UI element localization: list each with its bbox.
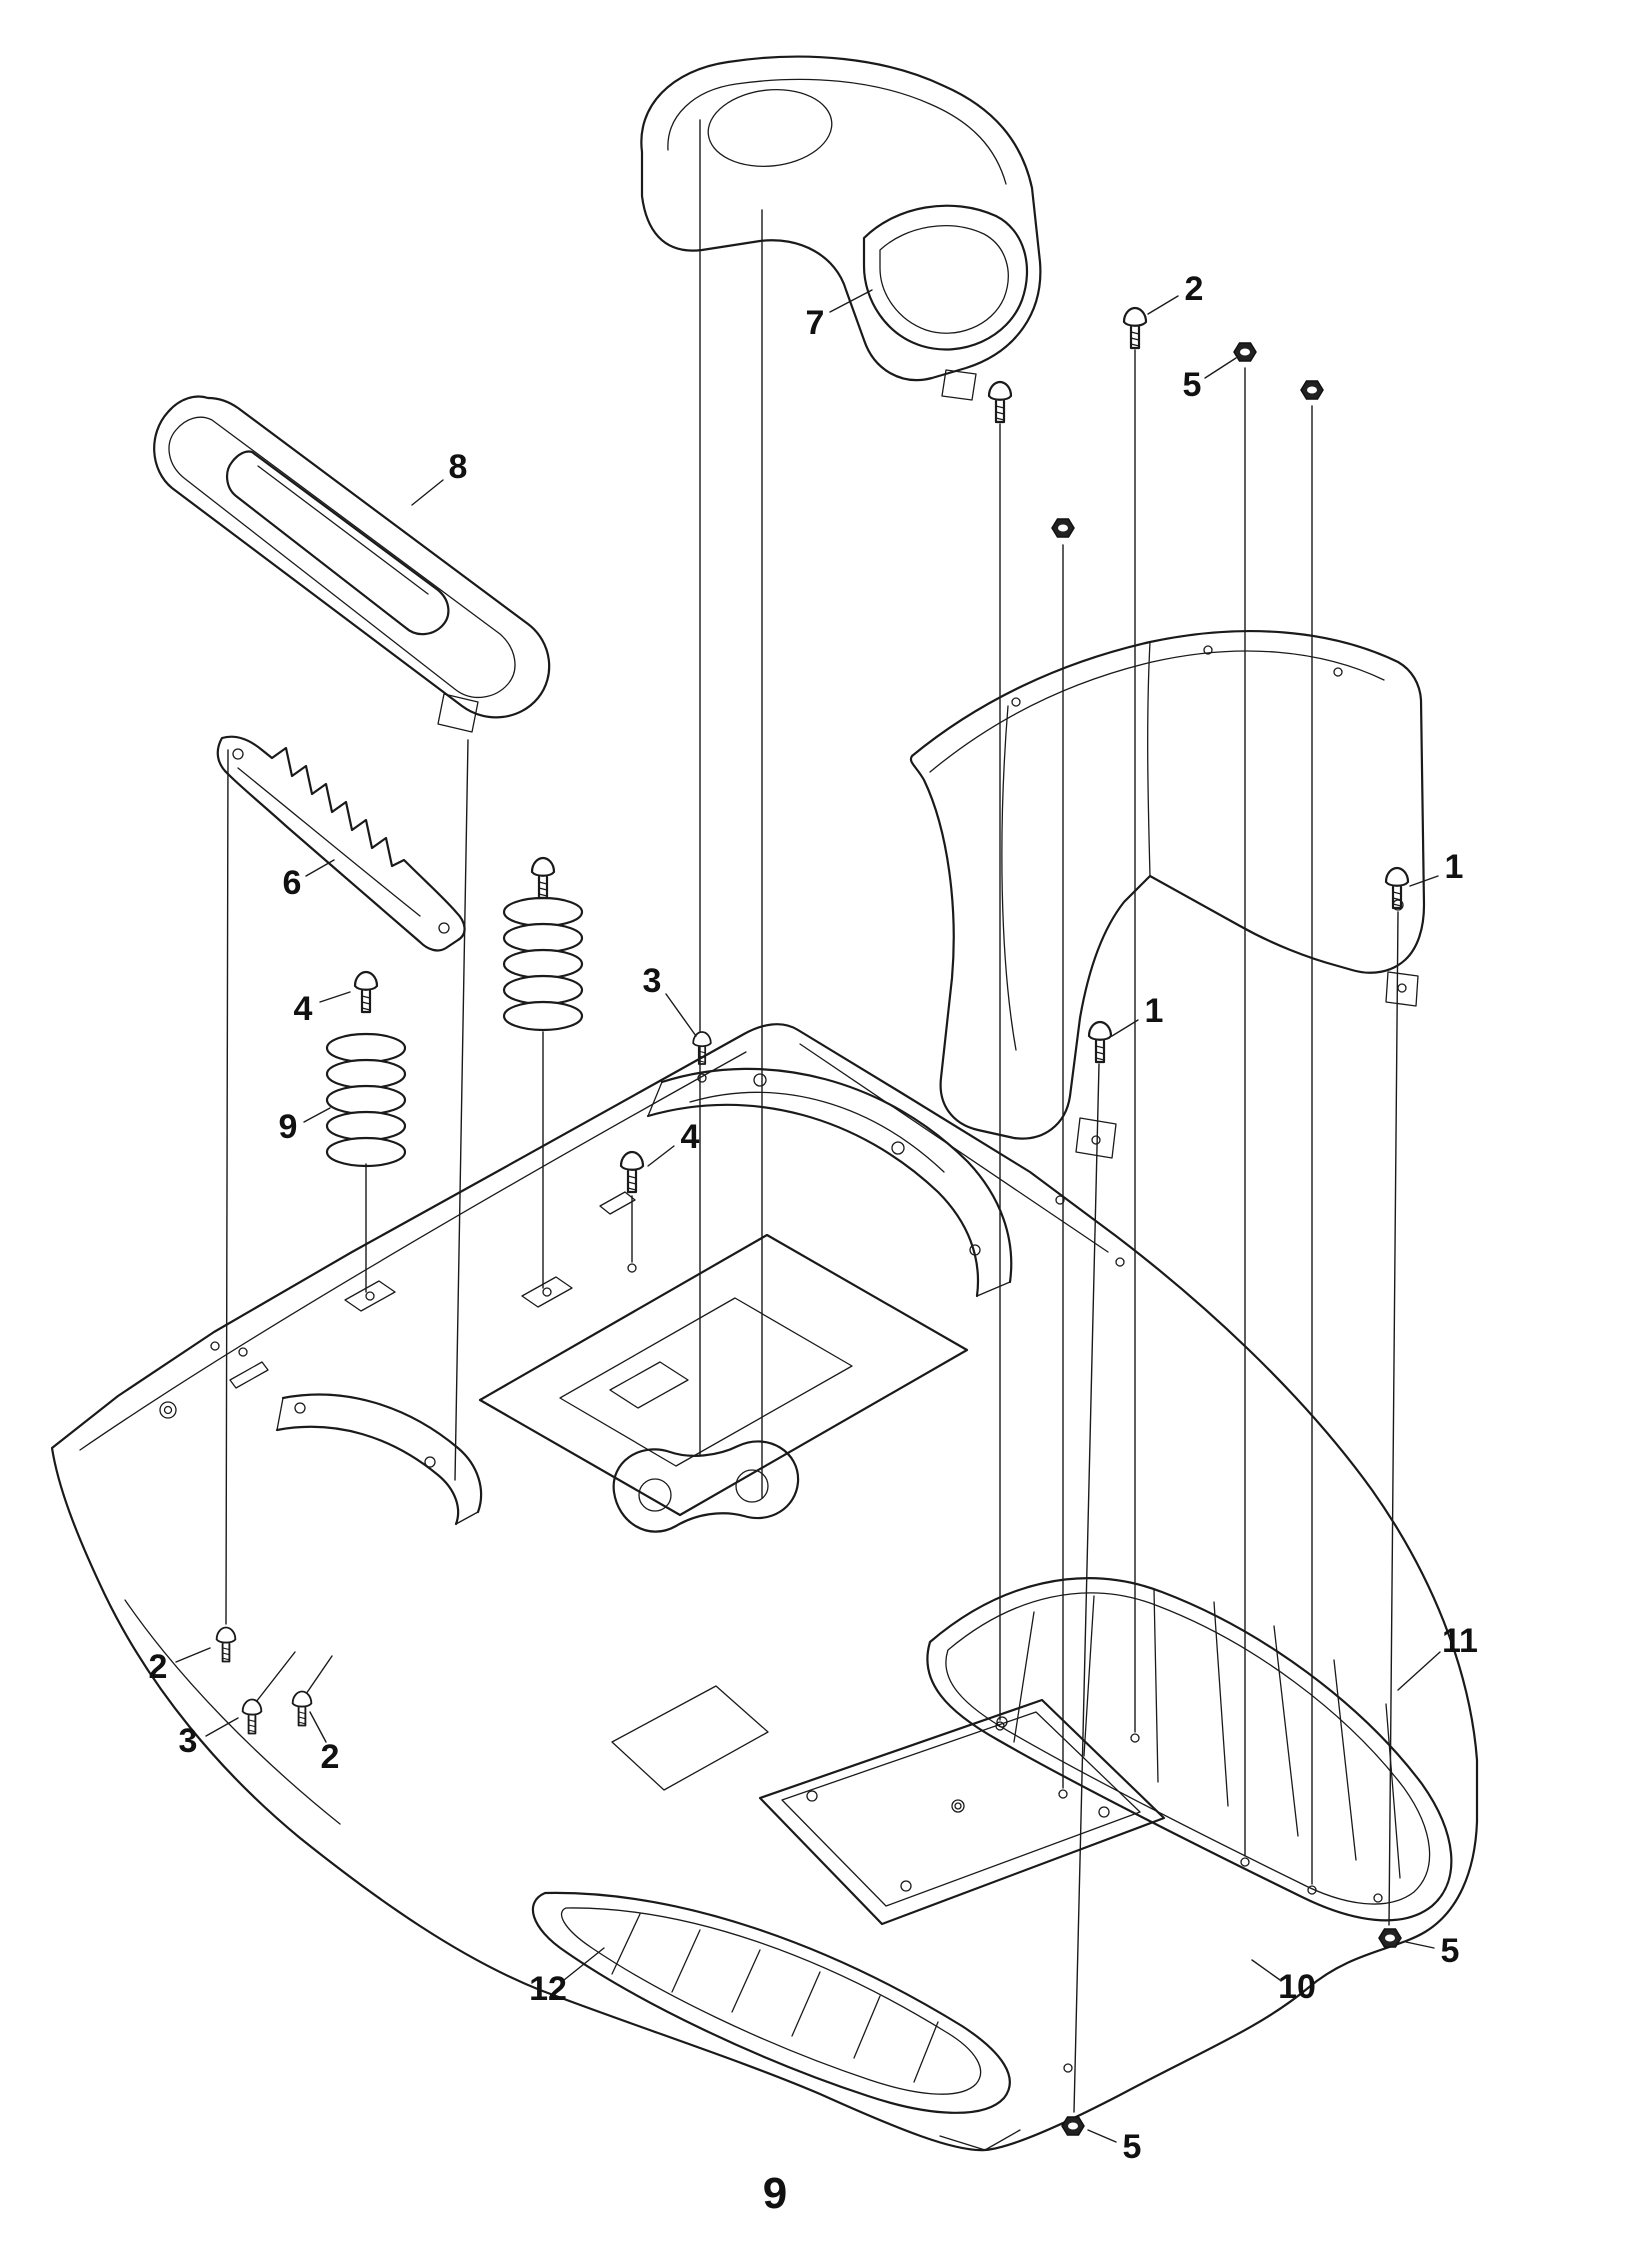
footrest-pad-left-part-12 [531,1891,1011,2114]
callout-label: 5 [1441,1932,1460,1970]
callout-2-top: 2 [1147,270,1204,315]
hex-nut-part-5-bottom-right [1378,1928,1402,1948]
console-cover-part-7 [640,55,1042,401]
center-platform [478,1191,969,1517]
callout-11: 11 [1397,1622,1478,1691]
callout-label: 5 [1123,2128,1142,2166]
callout-label: 5 [1183,366,1202,404]
coil-spring-part-9 [325,1032,407,1168]
callout-5-top: 5 [1183,357,1237,404]
screw-top-center [987,380,1013,424]
callout-5-bottom-right: 5 [1405,1932,1460,1970]
callout-label: 4 [681,1118,700,1156]
callout-6: 6 [283,859,335,902]
callout-3-bottom-left: 3 [179,1717,239,1760]
screw-part-2-top [1122,306,1148,350]
callout-8: 8 [411,448,468,506]
callout-10: 10 [1251,1959,1316,2006]
left-trim-strip [275,1393,483,1526]
callout-label: 10 [1278,1968,1316,2006]
callout-label: 4 [294,990,313,1028]
mounting-plate [758,1698,1166,1926]
hex-nut-part-5-a [1233,342,1257,362]
callout-1-left: 1 [1111,992,1164,1037]
callout-7: 7 [806,289,873,342]
callout-3-top: 3 [643,962,697,1037]
callout-5-bottom: 5 [1087,2128,1142,2166]
callouts: 7 2 5 8 6 1 3 4 [149,270,1478,2166]
page-number: 9 [763,2169,787,2218]
peanut-cutout [612,1440,800,1533]
callout-label: 3 [179,1722,198,1760]
side-support-panel [909,630,1426,1159]
screw-part-4-left [353,970,379,1014]
callout-label: 2 [1185,270,1204,308]
dash-trim-strip [646,1067,1013,1298]
hex-nut-part-5-bottom [1061,2116,1085,2136]
callout-9: 9 [279,1107,331,1146]
callout-label: 1 [1145,992,1164,1030]
footrest-pad-right-part-11 [926,1577,1453,1922]
callout-12: 12 [529,1947,605,2008]
callout-label: 12 [529,1970,567,2008]
screw-above-upper-spring [530,856,556,900]
hex-nut-part-5-b [1300,380,1324,400]
callout-2-bottom-left: 2 [149,1647,211,1686]
callout-label: 1 [1445,848,1464,886]
callout-4-left: 4 [294,990,351,1028]
callout-2-bottom-left-2: 2 [309,1711,340,1776]
fender-body-assembly [50,1023,1479,2152]
callout-4-right: 4 [647,1118,700,1167]
side-panel-part-8 [153,395,551,733]
callout-label: 2 [149,1648,168,1686]
callout-label: 7 [806,304,825,342]
coil-spring-upper [502,896,584,1032]
callout-label: 11 [1442,1622,1478,1660]
callout-label: 2 [321,1738,340,1776]
callout-label: 8 [449,448,468,486]
hex-nut-top-center [1051,518,1075,538]
spring-mount-pads [344,1263,637,1312]
center-opening [611,1685,769,1791]
callout-label: 3 [643,962,662,1000]
callout-label: 9 [279,1108,298,1146]
toothed-bracket-part-6 [216,735,466,952]
screw-part-1-left [1087,1020,1113,1064]
callout-1-right: 1 [1409,848,1464,887]
callout-label: 6 [283,864,302,902]
body-detail-holes [159,1073,1383,2073]
leader-lines [225,119,1399,2113]
